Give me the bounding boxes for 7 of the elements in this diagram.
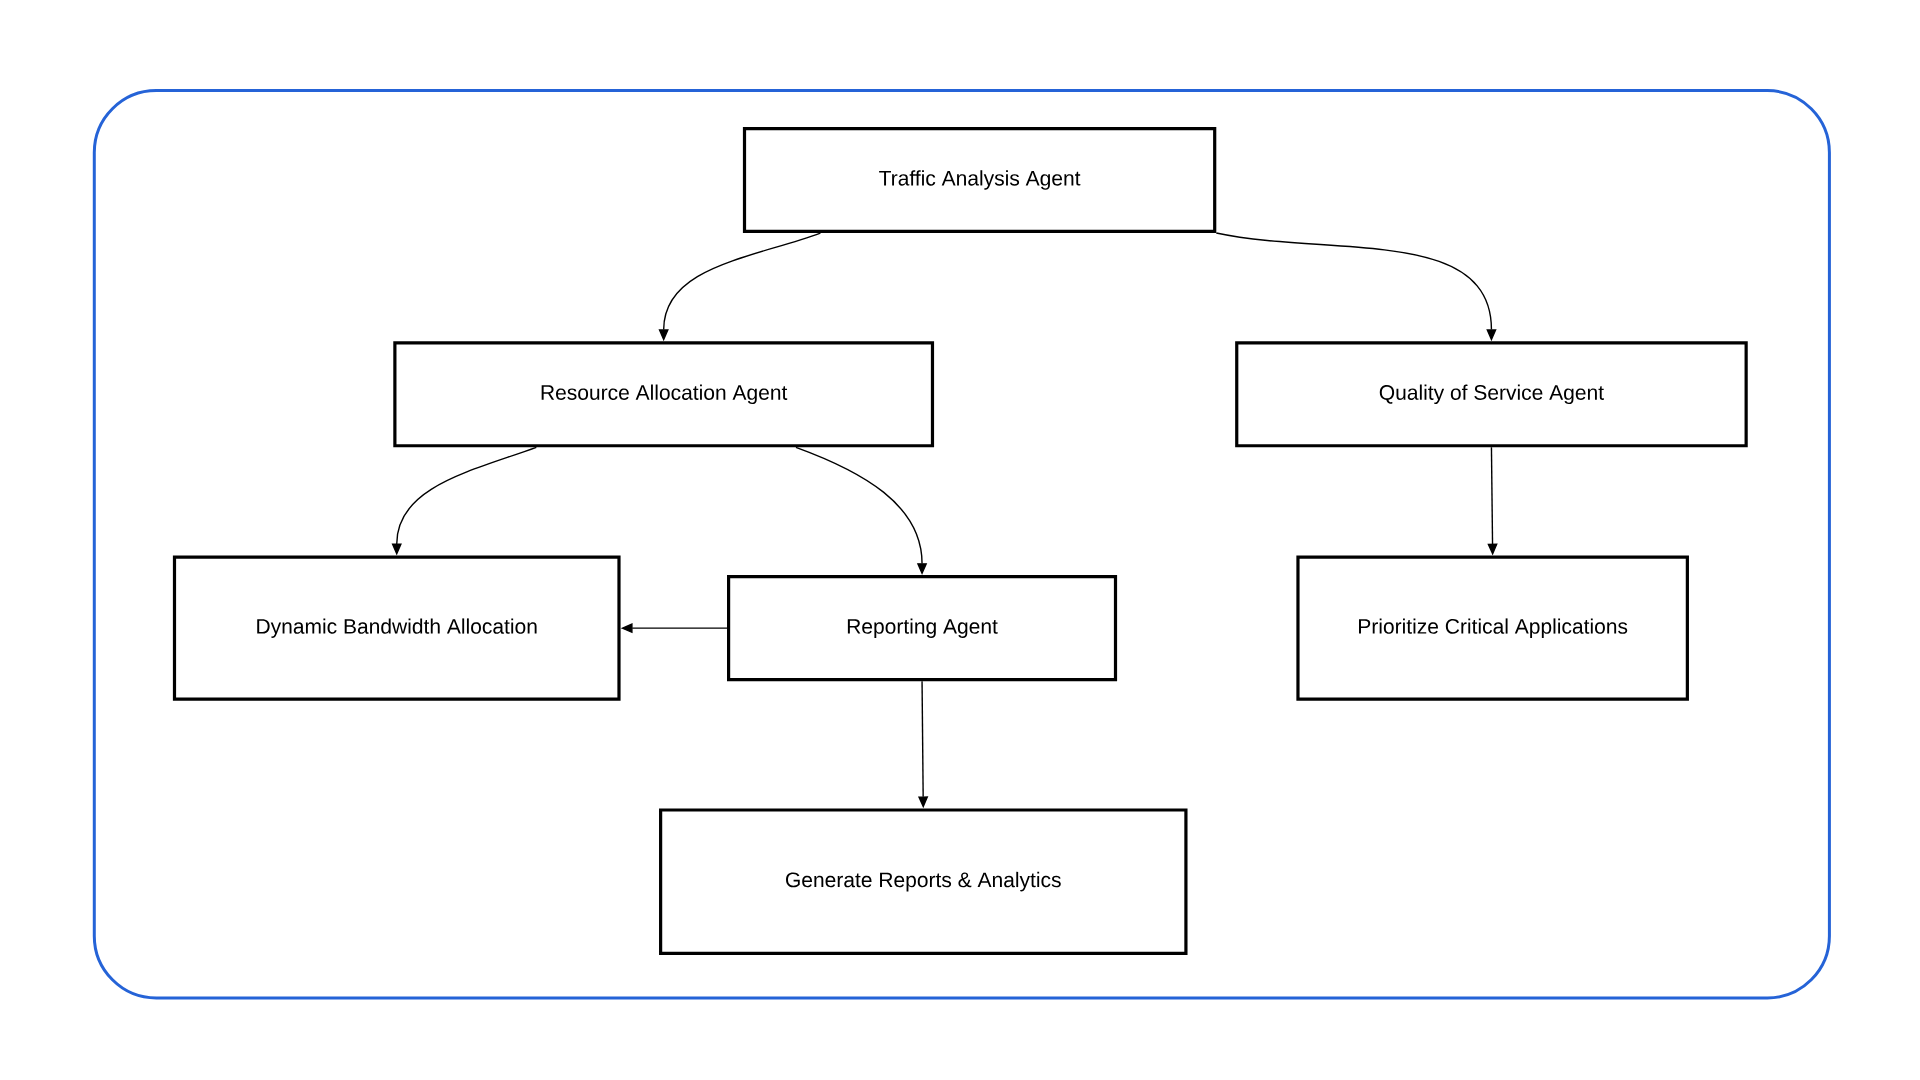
process-box: Reporting Agent <box>727 575 1118 682</box>
process-box: Generate Reports & Analytics <box>659 808 1188 955</box>
process-box: Dynamic Bandwidth Allocation <box>172 555 621 701</box>
process-box: Quality of Service Agent <box>1235 341 1748 448</box>
process-box: Resource Allocation Agent <box>393 341 935 448</box>
process-box: Traffic Analysis Agent <box>742 126 1217 234</box>
process-box: Prioritize Critical Applications <box>1296 555 1689 701</box>
